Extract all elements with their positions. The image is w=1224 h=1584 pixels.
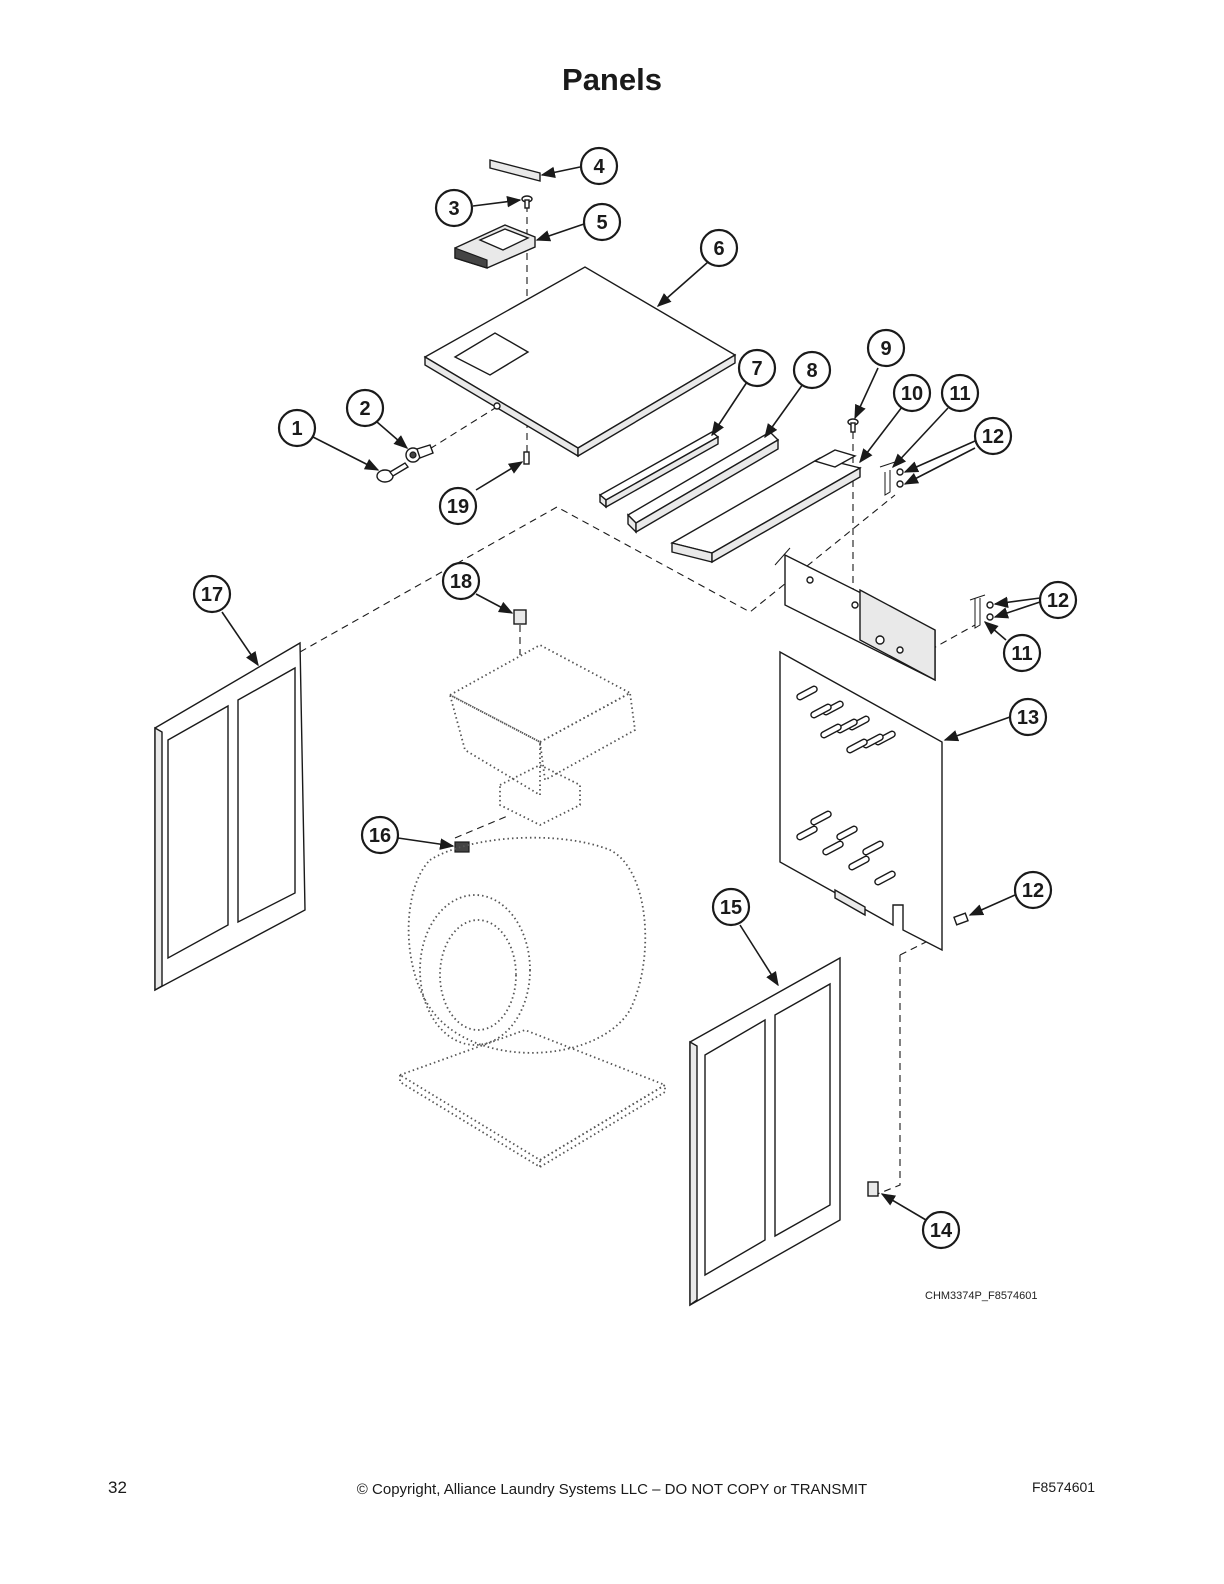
callout-1: 1: [277, 408, 317, 448]
svg-text:11: 11: [1011, 643, 1032, 665]
callout-7: 7: [737, 348, 777, 388]
callout-16: 16: [360, 815, 400, 855]
part-11-bracket-lower: [969, 594, 986, 629]
callout-19: 19: [438, 486, 478, 526]
callout-3: 3: [434, 188, 474, 228]
svg-text:18: 18: [450, 571, 472, 593]
svg-text:3: 3: [448, 198, 459, 220]
footer-copyright: © Copyright, Alliance Laundry Systems LL…: [356, 1481, 868, 1498]
callout-11-upper: 11: [940, 373, 980, 413]
svg-text:17: 17: [201, 584, 223, 606]
svg-text:4: 4: [593, 156, 605, 178]
svg-text:15: 15: [720, 897, 742, 919]
svg-text:6: 6: [713, 238, 724, 260]
reference-drum-assembly: [397, 643, 668, 1169]
leader-arrows: [221, 166, 1041, 1221]
svg-text:19: 19: [447, 496, 469, 518]
part-17-side-panel: [154, 641, 306, 992]
rear-panel-vents-upper: [796, 685, 896, 754]
part-18-switch: [513, 609, 527, 625]
part-16-connector: [454, 841, 470, 853]
callout-8: 8: [792, 350, 832, 390]
footer-page-number: 32: [108, 1478, 127, 1497]
callout-10: 10: [892, 373, 932, 413]
part-10-control-rail: [670, 449, 862, 564]
callout-9: 9: [866, 328, 906, 368]
svg-text:12: 12: [982, 426, 1004, 448]
callout-5: 5: [582, 202, 622, 242]
svg-text:5: 5: [596, 212, 607, 234]
svg-text:14: 14: [930, 1220, 953, 1242]
svg-text:9: 9: [880, 338, 891, 360]
svg-text:1: 1: [291, 418, 302, 440]
part-2-lock-cylinder: [405, 444, 434, 463]
callout-6: 6: [699, 228, 739, 268]
svg-text:7: 7: [751, 358, 762, 380]
callout-12-upper: 12: [973, 416, 1013, 456]
callout-4: 4: [579, 146, 619, 186]
callout-18: 18: [441, 561, 481, 601]
part-5-top-cover: [454, 224, 536, 269]
part-8-rail: [626, 431, 780, 534]
part-12-screws-upper: [896, 468, 904, 488]
control-bracket-assembly: [774, 547, 936, 682]
svg-text:13: 13: [1017, 707, 1039, 729]
part-13-rear-panel: [779, 650, 943, 952]
svg-text:8: 8: [806, 360, 817, 382]
drawing-code: CHM3374P_F8574601: [925, 1290, 1038, 1302]
svg-text:10: 10: [901, 383, 923, 405]
callout-2: 2: [345, 388, 385, 428]
svg-text:2: 2: [359, 398, 370, 420]
part-12-screws-lower: [986, 601, 994, 621]
svg-text:12: 12: [1047, 590, 1069, 612]
svg-text:11: 11: [949, 383, 970, 405]
svg-text:12: 12: [1022, 880, 1044, 902]
part-11-bracket-upper: [879, 461, 896, 496]
callout-12-middle: 12: [1038, 580, 1078, 620]
rear-panel-vents-lower: [796, 810, 896, 886]
page-title: Panels: [562, 62, 662, 97]
callout-15: 15: [711, 887, 751, 927]
callouts: 1 2 3 4 5 6 7 8: [192, 146, 1078, 1250]
part-6-top-panel: [423, 266, 737, 458]
part-3-screw: [521, 195, 533, 209]
part-19-screw: [523, 451, 530, 465]
callout-11-lower: 11: [1002, 633, 1042, 673]
part-15-front-panel: [689, 956, 841, 1307]
callout-12-lower: 12: [1013, 870, 1053, 910]
callout-14: 14: [921, 1210, 961, 1250]
footer-document-number: F8574601: [1032, 1479, 1096, 1495]
part-4-label-strip: [489, 159, 541, 182]
callout-17: 17: [192, 574, 232, 614]
part-9-screw: [847, 418, 859, 433]
svg-text:16: 16: [369, 825, 391, 847]
part-1-key: [376, 462, 410, 483]
part-14-clip: [867, 1181, 879, 1197]
part-12-screw-single: [953, 912, 969, 926]
callout-13: 13: [1008, 697, 1048, 737]
part-7-rail: [598, 431, 720, 509]
